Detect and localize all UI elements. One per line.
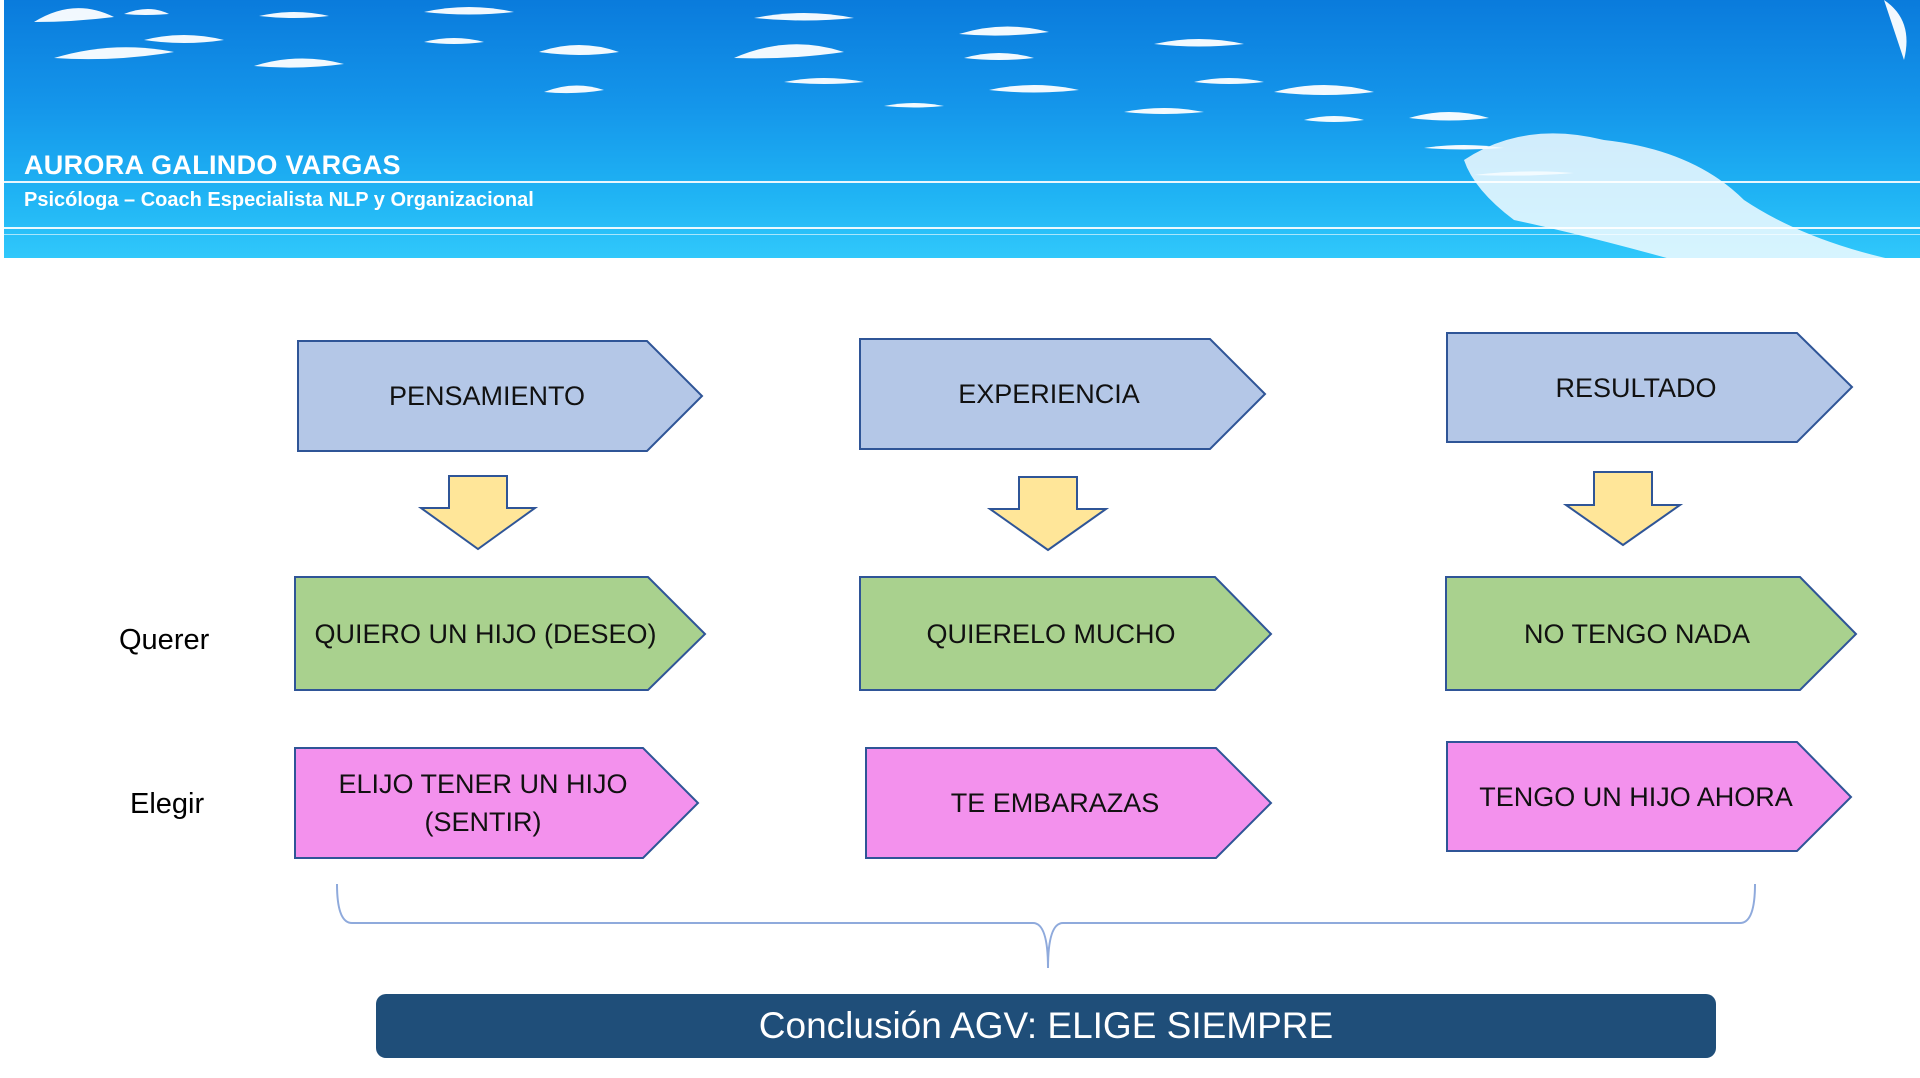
elegir-text-1-line2: (SENTIR) xyxy=(424,807,542,837)
querer-shape-3 xyxy=(1445,576,1858,691)
querer-text-3: NO TENGO NADA xyxy=(1523,618,1751,649)
header-text-pensamiento: PENSAMIENTO xyxy=(388,381,586,411)
elegir-text-1-line1: ELIJO TENER UN HIJO xyxy=(338,769,628,799)
elegir-shape-3 xyxy=(1446,741,1853,852)
author-name: AURORA GALINDO VARGAS xyxy=(24,150,401,180)
querer-shape-1 xyxy=(294,576,707,691)
down-arrow-icon xyxy=(1562,471,1684,547)
header-shape-pensamiento xyxy=(297,340,704,452)
elegir-text-3: TENGO UN HIJO AHORA xyxy=(1479,781,1793,812)
birds-sky-decoration xyxy=(4,0,1920,258)
querer-text-1: QUIERO UN HIJO (DESEO) xyxy=(314,618,657,649)
author-subtitle: Psicóloga – Coach Especialista NLP y Org… xyxy=(24,189,534,211)
header-text-resultado: RESULTADO xyxy=(1555,372,1717,403)
header-shape-resultado xyxy=(1446,332,1854,443)
elegir-text-2: TE EMBARAZAS xyxy=(950,788,1160,818)
querer-shape-2 xyxy=(859,576,1273,691)
down-arrow-icon xyxy=(417,475,539,551)
down-arrow-icon xyxy=(986,476,1110,552)
elegir-shape-1 xyxy=(294,747,700,859)
header-banner: AURORA GALINDO VARGAS Psicóloga – Coach … xyxy=(4,0,1920,258)
row-label-querer: Querer xyxy=(119,624,210,656)
elegir-text-1: ELIJO TENER UN HIJO (SENTIR) xyxy=(295,748,671,858)
header-text-experiencia: EXPERIENCIA xyxy=(958,379,1140,409)
header-shape-experiencia xyxy=(859,338,1267,450)
conclusion-banner: Conclusión AGV: ELIGE SIEMPRE xyxy=(376,994,1716,1058)
elegir-shape-2 xyxy=(865,747,1273,859)
bracket-line xyxy=(336,883,1756,969)
row-label-elegir: Elegir xyxy=(130,788,205,820)
querer-text-2: QUIERELO MUCHO xyxy=(926,618,1176,649)
